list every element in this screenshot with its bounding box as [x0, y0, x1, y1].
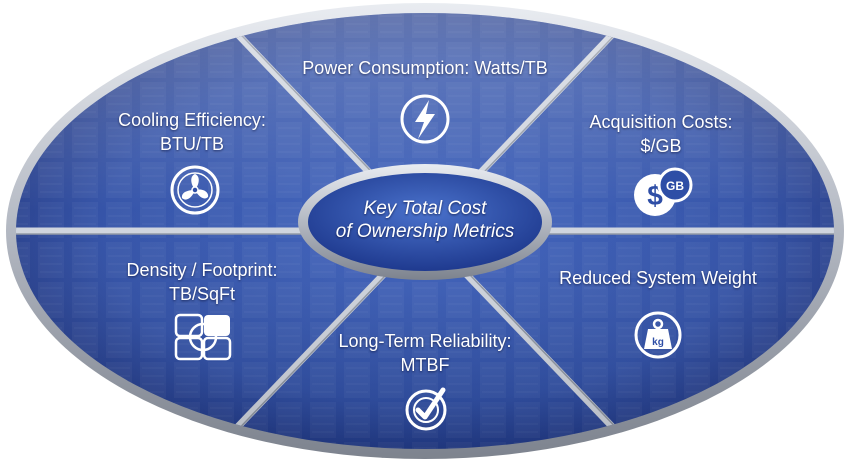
segment-cooling-label: Cooling Efficiency: BTU/TB [92, 108, 292, 156]
center-disc [308, 173, 542, 271]
segment-reliability-line1: Long-Term Reliability: [338, 331, 512, 351]
weight-icon: kg [631, 310, 685, 360]
segment-acquisition-line2: $/GB [640, 136, 682, 156]
weight-icon-text: kg [652, 337, 664, 348]
segment-acquisition-line1: Acquisition Costs: [589, 112, 733, 132]
dollar-gb-icon: $ GB [631, 165, 695, 219]
lightning-icon [398, 92, 452, 146]
segment-weight-label: Reduced System Weight [528, 266, 788, 290]
segment-weight-line1: Reduced System Weight [559, 268, 757, 288]
segment-reliability-line2: MTBF [400, 355, 450, 375]
segment-density-line1: Density / Footprint: [126, 260, 278, 280]
segment-density-label: Density / Footprint: TB/SqFt [92, 258, 312, 306]
segment-cooling-line1: Cooling Efficiency: [118, 110, 266, 130]
dollar-gb-icon-text: GB [666, 179, 684, 193]
segment-power-label: Power Consumption: Watts/TB [272, 56, 578, 80]
fan-icon [168, 163, 222, 217]
segment-cooling-line2: BTU/TB [159, 134, 224, 154]
center-title-line1: Key Total Cost [363, 198, 487, 219]
footprint-grid-icon [174, 313, 232, 361]
segment-power-line1: Power Consumption: Watts/TB [302, 58, 548, 78]
segment-density-line2: TB/SqFt [168, 284, 235, 304]
segment-acquisition-label: Acquisition Costs: $/GB [566, 110, 756, 158]
segment-reliability-label: Long-Term Reliability: MTBF [300, 329, 550, 377]
center-title: Key Total Cost of Ownership Metrics [300, 197, 550, 243]
center-title-line2: of Ownership Metrics [335, 221, 515, 242]
checkmark-target-icon [399, 382, 453, 434]
